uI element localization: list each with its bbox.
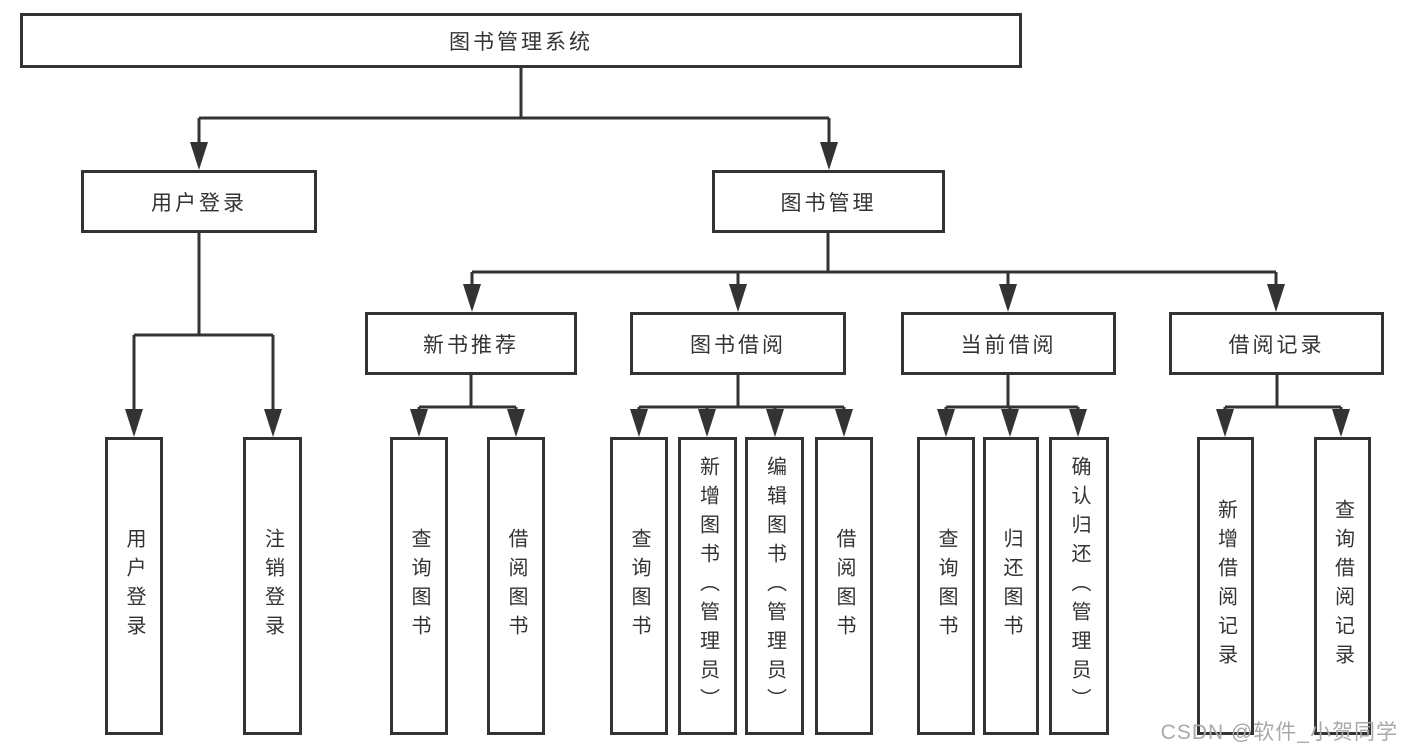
node-new-book-recommendation: 新书推荐: [365, 312, 577, 375]
node-system-root: 图书管理系统: [20, 13, 1022, 68]
leaf-borrow-books: 借阅图书: [487, 437, 545, 735]
node-label: 编辑图书（管理员）: [763, 455, 786, 717]
node-borrowing-records: 借阅记录: [1169, 312, 1384, 375]
node-label: 归还图书: [1000, 528, 1022, 644]
leaf-add-books-admin: 新增图书（管理员）: [678, 437, 737, 735]
node-user-login: 用户登录: [81, 170, 317, 233]
node-label: 借阅记录: [1228, 333, 1325, 357]
node-label: 用户登录: [123, 528, 145, 644]
node-label: 注销登录: [261, 528, 284, 644]
leaf-confirm-return-admin: 确认归还（管理员）: [1049, 437, 1109, 735]
node-label: 查询借阅记录: [1331, 499, 1354, 673]
node-label: 用户登录: [151, 191, 247, 215]
leaf-user-login: 用户登录: [105, 437, 163, 735]
leaf-borrow-books: 借阅图书: [815, 437, 873, 735]
leaf-return-books: 归还图书: [983, 437, 1039, 735]
node-book-management: 图书管理: [712, 170, 945, 233]
node-label: 借阅图书: [833, 528, 855, 644]
leaf-query-books: 查询图书: [917, 437, 975, 735]
node-label: 当前借阅: [960, 333, 1057, 357]
leaf-query-books: 查询图书: [610, 437, 668, 735]
leaf-query-books: 查询图书: [390, 437, 448, 735]
leaf-edit-books-admin: 编辑图书（管理员）: [745, 437, 804, 735]
node-label: 查询图书: [408, 528, 430, 644]
leaf-add-borrow-record: 新增借阅记录: [1197, 437, 1254, 735]
node-label: 借阅图书: [505, 528, 527, 644]
node-current-borrowing: 当前借阅: [901, 312, 1116, 375]
leaf-query-borrow-record: 查询借阅记录: [1314, 437, 1371, 735]
node-label: 图书管理系统: [449, 30, 593, 54]
node-label: 查询图书: [628, 528, 650, 644]
node-label: 图书管理: [780, 191, 877, 215]
node-label: 新增图书（管理员）: [696, 455, 719, 717]
leaf-logout: 注销登录: [243, 437, 302, 735]
arrowheads: [125, 142, 1350, 437]
node-label: 新增借阅记录: [1214, 499, 1237, 673]
csdn-watermark: CSDN @软件_小贺同学: [1160, 721, 1398, 744]
node-label: 查询图书: [935, 528, 957, 644]
node-label: 图书借阅: [690, 333, 786, 357]
node-label: 新书推荐: [423, 333, 519, 357]
node-label: 确认归还（管理员）: [1068, 455, 1090, 717]
node-book-borrowing: 图书借阅: [630, 312, 846, 375]
